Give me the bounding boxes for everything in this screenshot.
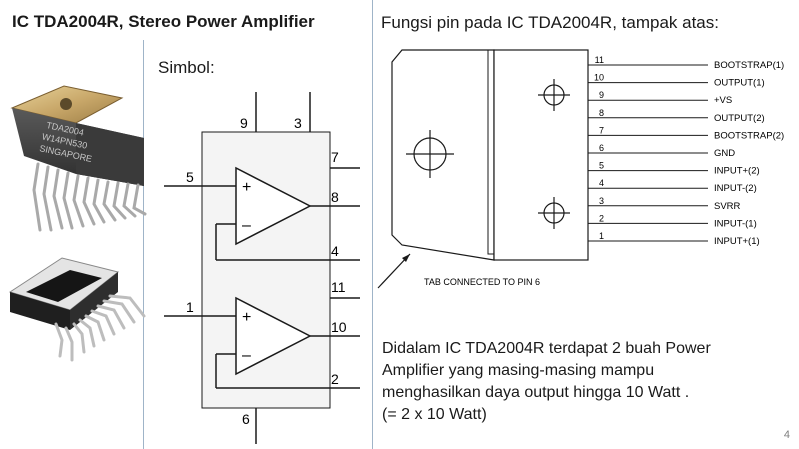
pin-label-3: 3 xyxy=(294,115,302,131)
amplifier-1-triangle xyxy=(235,166,312,246)
pin-name-9: +VS xyxy=(714,95,732,106)
pin-label-2: 2 xyxy=(331,371,339,387)
pin-label-4: 4 xyxy=(331,243,339,259)
description-line: Amplifier yang masing-masing mampu xyxy=(382,362,655,379)
slide-title: IC TDA2004R, Stereo Power Amplifier xyxy=(12,12,315,31)
description-line: Didalam IC TDA2004R terdapat 2 buah Powe… xyxy=(382,340,711,357)
symbol-label: Simbol: xyxy=(158,58,215,77)
chip-photo-front: TDA2004 W14PN530 SINGAPORE xyxy=(10,85,147,232)
pin-label-8: 8 xyxy=(331,189,339,205)
pin-label-11: 11 xyxy=(331,279,346,295)
pin-number-8: 8 xyxy=(599,108,604,118)
pin-name-8: OUTPUT(2) xyxy=(714,113,765,124)
ic-package-box xyxy=(201,131,331,409)
pin-number-7: 7 xyxy=(599,125,604,135)
pin-number-5: 5 xyxy=(599,161,604,171)
pin-name-4: INPUT-(2) xyxy=(714,183,757,194)
chip-photo-side xyxy=(8,257,146,362)
pin-name-1: INPUT+(1) xyxy=(714,236,760,247)
pin-name-2: INPUT-(1) xyxy=(714,218,757,229)
pin-label-10: 10 xyxy=(331,319,347,335)
description-line: (= 2 x 10 Watt) xyxy=(382,406,487,423)
pin-label-7: 7 xyxy=(331,149,339,165)
pin-number-4: 4 xyxy=(599,178,604,188)
pin-label-1: 1 xyxy=(186,299,194,315)
pin-number-9: 9 xyxy=(599,90,604,100)
pin-number-2: 2 xyxy=(599,213,604,223)
pin-label-6: 6 xyxy=(242,411,250,427)
pin-label-5: 5 xyxy=(186,169,194,185)
tab-note: TAB CONNECTED TO PIN 6 xyxy=(424,277,540,287)
pin-number-11: 11 xyxy=(595,55,604,65)
description-line: menghasilkan daya output hingga 10 Watt … xyxy=(382,384,690,401)
pin-label-9: 9 xyxy=(240,115,248,131)
divider-left xyxy=(143,40,144,449)
amp1-plus: + xyxy=(242,179,251,196)
amp2-plus: + xyxy=(242,309,251,326)
amp1-minus: – xyxy=(242,217,251,234)
page-number: 4 xyxy=(783,429,790,441)
pin-name-3: SVRR xyxy=(714,201,741,212)
ic-body xyxy=(493,49,589,261)
pin-name-7: BOOTSTRAP(2) xyxy=(714,130,784,141)
pin-number-1: 1 xyxy=(599,231,604,241)
amplifier-2-triangle xyxy=(235,296,312,376)
description-text: Didalam IC TDA2004R terdapat 2 buah Powe… xyxy=(382,338,787,426)
ic-tab xyxy=(391,49,495,261)
pin-name-10: OUTPUT(1) xyxy=(714,78,765,89)
pin-number-6: 6 xyxy=(599,143,604,153)
amplifier-schematic: 9 3 6 + – 5 7 8 4 + – 1 11 10 2 xyxy=(164,92,360,444)
amp2-minus: – xyxy=(242,347,251,364)
divider-middle xyxy=(372,0,373,449)
pin-name-6: GND xyxy=(714,148,735,159)
pin-number-10: 10 xyxy=(594,73,604,83)
pinout-heading: Fungsi pin pada IC TDA2004R, tampak atas… xyxy=(381,13,719,32)
pin-name-5: INPUT+(2) xyxy=(714,166,760,177)
pin-number-3: 3 xyxy=(599,196,604,206)
pin-name-11: BOOTSTRAP(1) xyxy=(714,60,784,71)
